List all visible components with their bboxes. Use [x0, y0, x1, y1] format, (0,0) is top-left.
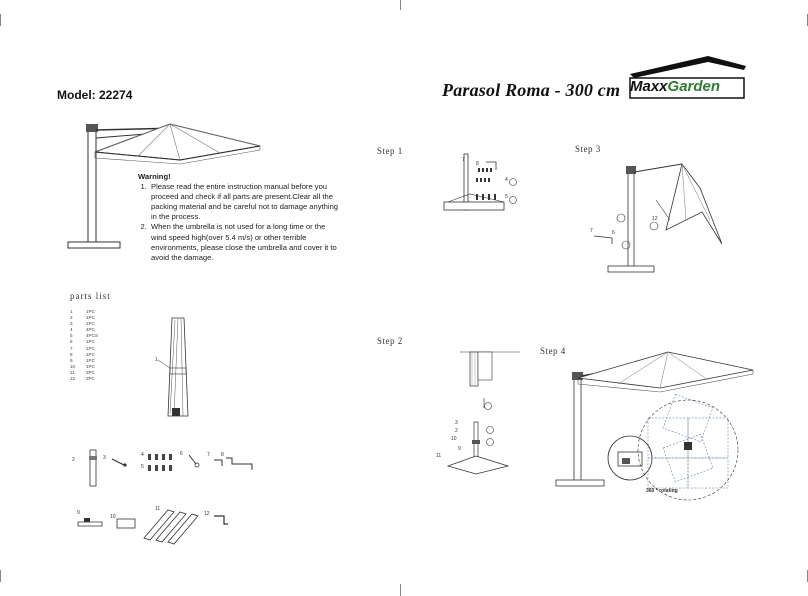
warning-item: When the umbrella is not used for a long… [149, 222, 343, 262]
step-3-heading: Step 3 [575, 144, 601, 154]
part-2-pole [89, 449, 97, 487]
callout-12: 12 [204, 511, 210, 517]
step-1-illustration [443, 153, 517, 211]
step-4-illustration [555, 351, 754, 501]
callout-8: 8 [221, 452, 224, 458]
part-3-pin [111, 458, 127, 467]
callout-7: 7 [590, 228, 593, 234]
callout-10: 10 [451, 436, 457, 442]
brand-logo: MaxxGarden [628, 52, 746, 104]
callout-7: 7 [462, 157, 465, 163]
warning-item: Please read the entire instruction manua… [149, 182, 343, 222]
crop-mark [0, 14, 1, 26]
part-4-5-bolts [148, 454, 172, 471]
callout-6: 6 [180, 451, 183, 457]
logo-roof-icon [629, 56, 746, 99]
umbrella-cover-illustration [67, 123, 261, 249]
part-7-8-tools [214, 457, 253, 470]
step-1-heading: Step 1 [377, 146, 403, 156]
callout-9: 9 [77, 510, 80, 516]
model-number: Model: 22274 [57, 88, 133, 102]
callout-3: 3 [455, 420, 458, 426]
part-12-hook [214, 515, 228, 525]
callout-5: 5 [141, 464, 144, 470]
part-9-bracket [77, 518, 103, 527]
callout-11: 11 [436, 453, 442, 459]
brand-name: MaxxGarden [630, 78, 721, 95]
part-10-block [116, 518, 136, 529]
callout-7: 7 [207, 452, 210, 458]
part-1-closed-umbrella [157, 317, 189, 417]
callout-2: 2 [455, 428, 458, 434]
rotation-label: 360 ° rotating [646, 488, 678, 494]
callout-12: 12 [652, 216, 658, 222]
callout-2: 2 [72, 457, 75, 463]
callout-5: 5 [505, 194, 508, 200]
part-6-key [188, 454, 200, 468]
callout-9: 9 [458, 446, 461, 452]
product-title: Parasol Roma - 300 cm [442, 80, 621, 100]
callout-11: 11 [155, 506, 161, 512]
part-11-base-frame [143, 509, 199, 545]
callout-6: 6 [612, 230, 615, 236]
warning-block: Warning! Please read the entire instruct… [138, 172, 343, 263]
callout-8: 8 [476, 161, 479, 167]
callout-10: 10 [110, 514, 116, 520]
step-2-heading: Step 2 [377, 336, 403, 346]
parts-list-title: parts list [70, 291, 111, 301]
crop-mark [400, 0, 401, 10]
callout-4: 4 [505, 177, 508, 183]
callout-1: 1 [155, 357, 158, 363]
step-3-illustration [593, 163, 723, 273]
callout-4: 4 [141, 452, 144, 458]
step-2-illustration [446, 351, 520, 475]
crop-mark [0, 570, 1, 582]
crop-mark [400, 584, 401, 596]
callout-3: 3 [103, 455, 106, 461]
step-4-heading: Step 4 [540, 346, 566, 356]
warning-heading: Warning! [138, 172, 171, 181]
